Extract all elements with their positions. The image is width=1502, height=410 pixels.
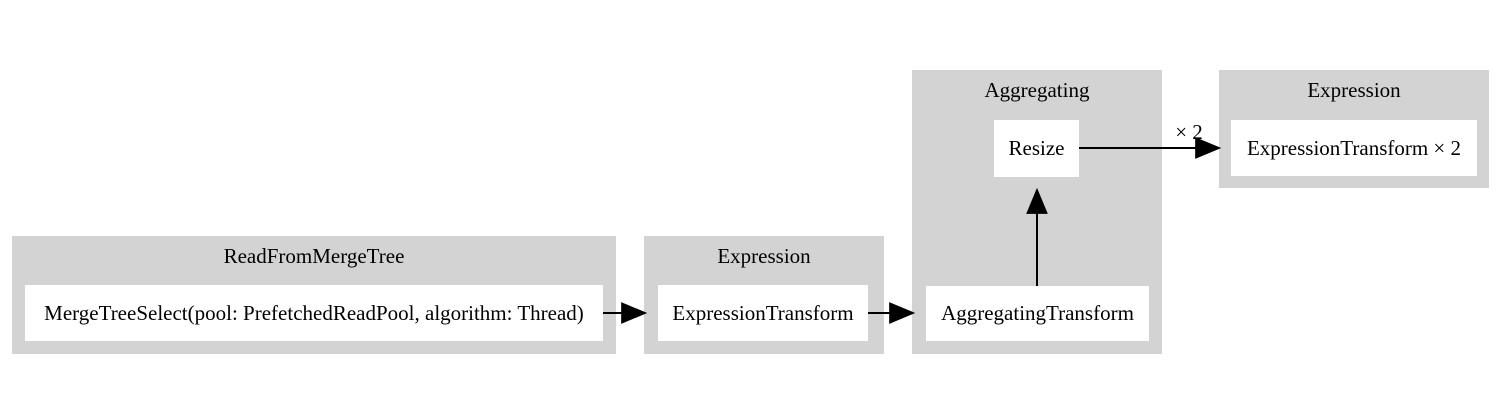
cluster-title-expression-1: Expression — [717, 244, 811, 268]
cluster-title-read-from-merge-tree: ReadFromMergeTree — [223, 244, 405, 268]
cluster-title-expression-2: Expression — [1307, 78, 1401, 102]
node-resize: Resize — [994, 120, 1079, 177]
node-merge-tree-select: MergeTreeSelect(pool: PrefetchedReadPool… — [25, 285, 603, 341]
node-expression-transform-x2: ExpressionTransform × 2 — [1231, 120, 1477, 176]
node-expression-transform: ExpressionTransform — [658, 285, 868, 341]
cluster-title-aggregating: Aggregating — [984, 78, 1090, 102]
node-aggregating-transform: AggregatingTransform — [926, 286, 1149, 341]
edge-multiplicity-label: × 2 — [1175, 120, 1203, 144]
